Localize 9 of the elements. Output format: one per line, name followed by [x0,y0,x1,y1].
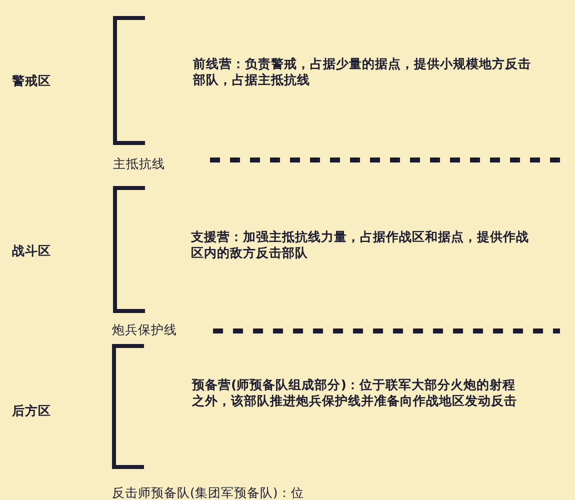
zone-label: 警戒区 [12,73,52,89]
note-text: 反击师预备队(集团军预备队)：位 [112,485,305,500]
description-text: 预备营(师预备队组成部分)：位于联军大部分火炮的射程之外，该部队推进炮兵保护线并准备向作战地区发动反击 [192,377,518,409]
description-text: 前线营：负责警戒，占据少量的据点，提供小规模地方反击部队，占据主抵抗线 [193,56,532,88]
line-label: 主抵抗线 [113,156,166,172]
zone-label: 战斗区 [12,243,52,259]
description-text: 支援营：加强主抵抗线力量，占据作战区和据点，提供作战区内的敌方反击部队 [191,229,530,261]
zone-label: 后方区 [12,403,52,419]
line-label: 炮兵保护线 [112,322,178,338]
